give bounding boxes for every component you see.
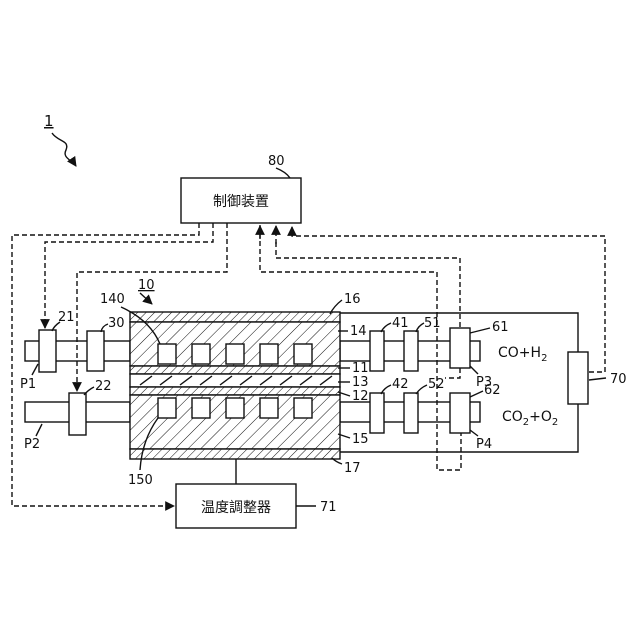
flow-sensor-22 bbox=[69, 393, 86, 435]
upper-channel bbox=[294, 344, 312, 364]
cell-ref: 10 bbox=[138, 278, 155, 293]
ref-52-leader bbox=[416, 385, 427, 394]
upper-channel bbox=[192, 344, 210, 364]
sensor-61 bbox=[450, 328, 470, 368]
ref-11: 11 bbox=[352, 361, 369, 376]
port-p1-leader bbox=[32, 364, 38, 375]
lower-channel bbox=[192, 398, 210, 418]
ref-21: 21 bbox=[58, 310, 75, 325]
component-52 bbox=[404, 393, 418, 433]
port-p3: P3 bbox=[476, 375, 492, 390]
ref-61: 61 bbox=[492, 320, 509, 335]
power-supply-70 bbox=[568, 352, 588, 404]
ref-61-leader bbox=[470, 328, 490, 333]
port-p2: P2 bbox=[24, 437, 40, 452]
ref-16: 16 bbox=[344, 292, 361, 307]
layer-12 bbox=[130, 387, 340, 395]
lower-channel bbox=[158, 398, 176, 418]
valve-30 bbox=[87, 331, 104, 371]
upper-channel bbox=[226, 344, 244, 364]
controller-ref-leader bbox=[276, 168, 290, 178]
ref-22-leader bbox=[84, 387, 94, 395]
ref-41: 41 bbox=[392, 316, 409, 331]
ref-150: 150 bbox=[128, 473, 153, 488]
controller-label: 制御装置 bbox=[213, 194, 269, 210]
component-51 bbox=[404, 331, 418, 371]
cell-ref-leader bbox=[140, 293, 152, 304]
port-p1: P1 bbox=[20, 377, 36, 392]
lower-channel bbox=[226, 398, 244, 418]
ref-51: 51 bbox=[424, 316, 441, 331]
ref-42: 42 bbox=[392, 377, 409, 392]
port-p4: P4 bbox=[476, 437, 492, 452]
port-p2-leader bbox=[36, 424, 42, 436]
ref-12: 12 bbox=[352, 389, 369, 404]
controller-ref: 80 bbox=[268, 154, 285, 169]
ref-41-leader bbox=[381, 323, 391, 332]
ref-15: 15 bbox=[352, 432, 369, 447]
lower-channel bbox=[260, 398, 278, 418]
layer-11 bbox=[130, 366, 340, 374]
temperature-regulator-label: 温度調整器 bbox=[201, 500, 271, 516]
port-p3-leader bbox=[470, 366, 478, 374]
ref-17: 17 bbox=[344, 461, 361, 476]
controller-box: 制御装置 80 bbox=[181, 154, 301, 223]
component-41 bbox=[370, 331, 384, 371]
sensor-link bbox=[445, 368, 460, 378]
ref-14: 14 bbox=[350, 324, 367, 339]
ref-42-leader bbox=[381, 385, 391, 394]
system-number: 1 bbox=[44, 112, 54, 130]
electrolyte-13 bbox=[130, 374, 340, 387]
ref-52: 52 bbox=[428, 377, 445, 392]
port-p4-leader bbox=[470, 430, 478, 436]
product-top: CO+H2 bbox=[498, 345, 547, 364]
electrolysis-cell bbox=[130, 312, 340, 459]
component-42 bbox=[370, 393, 384, 433]
product-bottom: CO2+O2 bbox=[502, 409, 558, 428]
ref-30: 30 bbox=[108, 316, 125, 331]
temperature-regulator-ref: 71 bbox=[320, 500, 337, 515]
ref-51-leader bbox=[416, 323, 424, 332]
bottom-plate-17 bbox=[130, 449, 340, 459]
upper-channel bbox=[158, 344, 176, 364]
sensor-62 bbox=[450, 393, 470, 433]
ref-140: 140 bbox=[100, 292, 125, 307]
system-leader bbox=[52, 133, 76, 166]
ref-22: 22 bbox=[95, 379, 112, 394]
flow-sensor-21 bbox=[39, 330, 56, 372]
power-supply-ref-leader bbox=[589, 378, 606, 380]
power-supply-ref: 70 bbox=[610, 372, 627, 387]
lower-channel bbox=[294, 398, 312, 418]
upper-channel bbox=[260, 344, 278, 364]
temperature-regulator-box: 温度調整器 71 bbox=[176, 459, 337, 528]
system-reference: 1 bbox=[44, 112, 76, 166]
top-plate-16 bbox=[130, 312, 340, 322]
ref-62-leader bbox=[470, 391, 483, 397]
ref-13: 13 bbox=[352, 375, 369, 390]
